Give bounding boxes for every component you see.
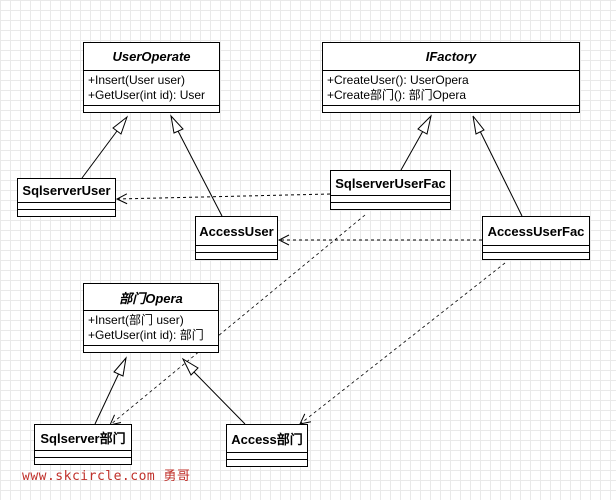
class-name: SqlserverUserFac bbox=[331, 171, 450, 196]
class-name: Sqlserver部门 bbox=[35, 425, 131, 451]
class-operations: +Insert(部门 user) +GetUser(int id): 部门 bbox=[84, 311, 218, 346]
class-name: SqlserverUser bbox=[18, 179, 115, 203]
generalization-sqlserveruserfac-ifactory bbox=[400, 114, 432, 171]
generalization-accessdept-deptopera bbox=[181, 357, 246, 425]
operation: +Create部门(): 部门Opera bbox=[327, 88, 467, 102]
class-empty-compartment bbox=[196, 253, 277, 259]
class-empty-compartment bbox=[227, 460, 307, 466]
operation: +GetUser(int id): 部门 bbox=[88, 328, 204, 342]
operation: +Insert(User user) bbox=[88, 73, 186, 87]
class-name: Access部门 bbox=[227, 425, 307, 453]
class-name: IFactory bbox=[323, 43, 579, 71]
class-empty-compartment bbox=[18, 210, 115, 216]
generalization-sqlserveruser-useroperate bbox=[81, 115, 129, 179]
class-access-dept[interactable]: Access部门 bbox=[226, 424, 308, 467]
class-dept-opera[interactable]: 部门Opera +Insert(部门 user) +GetUser(int id… bbox=[83, 283, 219, 353]
class-empty-compartment bbox=[84, 106, 219, 112]
class-name: UserOperate bbox=[84, 43, 219, 71]
generalization-accessuserfac-ifactory bbox=[472, 115, 523, 217]
class-sqlserver-dept[interactable]: Sqlserver部门 bbox=[34, 424, 132, 465]
class-empty-compartment bbox=[18, 203, 115, 210]
operation: +CreateUser(): UserOpera bbox=[327, 73, 469, 87]
class-empty-compartment bbox=[331, 196, 450, 203]
class-empty-compartment bbox=[483, 246, 589, 253]
class-user-operate[interactable]: UserOperate +Insert(User user) +GetUser(… bbox=[83, 42, 220, 113]
class-empty-compartment bbox=[35, 451, 131, 458]
dependency-sqlserveruserfac-sqlserverdept bbox=[110, 214, 366, 425]
class-name: AccessUser bbox=[196, 217, 277, 246]
class-operations: +CreateUser(): UserOpera +Create部门(): 部门… bbox=[323, 71, 579, 106]
operation: +GetUser(int id): User bbox=[88, 88, 206, 102]
class-empty-compartment bbox=[84, 346, 218, 352]
dependency-accessuserfac-accessdept bbox=[300, 262, 506, 424]
class-ifactory[interactable]: IFactory +CreateUser(): UserOpera +Creat… bbox=[322, 42, 580, 113]
dependency-sqlserveruserfac-sqlserveruser bbox=[117, 194, 331, 199]
watermark-text: www.skcircle.com 勇哥 bbox=[22, 469, 191, 484]
class-operations: +Insert(User user) +GetUser(int id): Use… bbox=[84, 71, 219, 106]
class-empty-compartment bbox=[35, 458, 131, 464]
class-name: 部门Opera bbox=[84, 284, 218, 311]
class-name: AccessUserFac bbox=[483, 217, 589, 246]
class-sqlserver-user[interactable]: SqlserverUser bbox=[17, 178, 116, 217]
operation: +Insert(部门 user) bbox=[88, 313, 184, 327]
class-empty-compartment bbox=[323, 106, 579, 112]
class-empty-compartment bbox=[196, 246, 277, 253]
class-access-user-fac[interactable]: AccessUserFac bbox=[482, 216, 590, 260]
class-empty-compartment bbox=[331, 203, 450, 209]
generalization-accessuser-useroperate bbox=[170, 114, 223, 217]
generalization-sqlserverdept-deptopera bbox=[94, 356, 127, 425]
class-sqlserver-user-fac[interactable]: SqlserverUserFac bbox=[330, 170, 451, 210]
class-empty-compartment bbox=[483, 253, 589, 259]
class-empty-compartment bbox=[227, 453, 307, 460]
class-access-user[interactable]: AccessUser bbox=[195, 216, 278, 260]
